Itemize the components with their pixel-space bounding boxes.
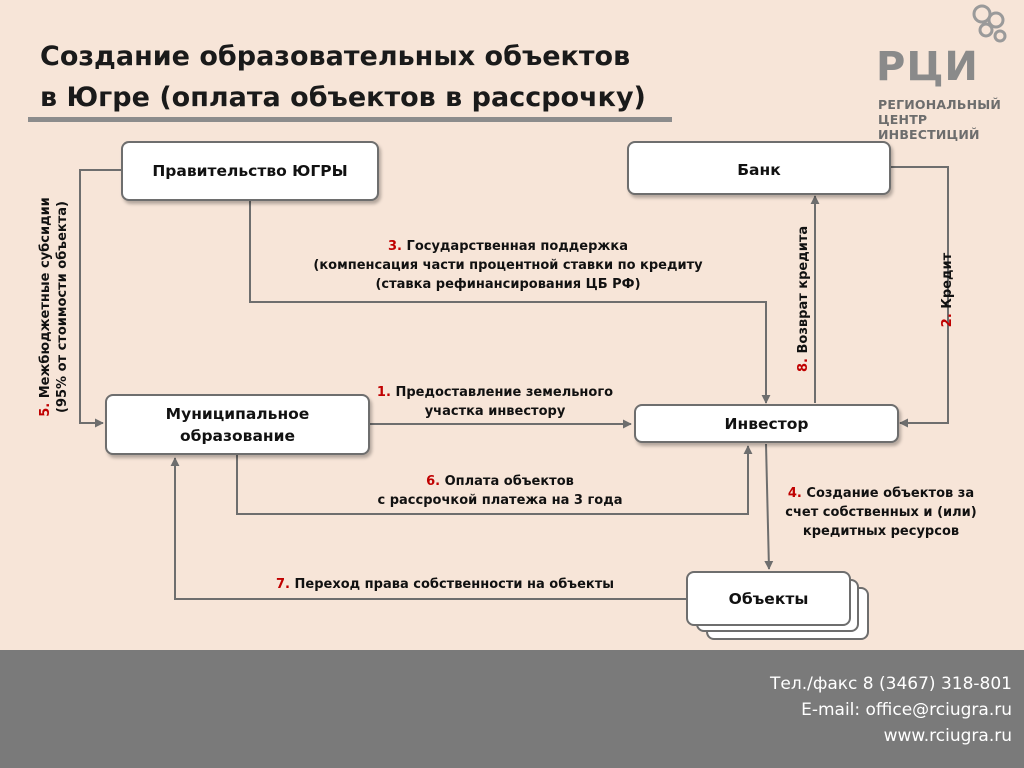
logo-caption-line-1: РЕГИОНАЛЬНЫЙ bbox=[878, 97, 1002, 112]
node-municipality-line-1: Муниципальное bbox=[165, 404, 310, 423]
flow-7-connector bbox=[170, 457, 686, 600]
flow-3-text-1: Государственная поддержка bbox=[406, 239, 628, 254]
flow-8-number: 8. bbox=[796, 358, 811, 372]
flow-8-text: Возврат кредита bbox=[796, 225, 811, 354]
node-bank: Банк bbox=[627, 141, 891, 195]
node-municipality-line-2: образование bbox=[179, 426, 296, 445]
title-line-1: Создание образовательных объектов bbox=[40, 41, 631, 72]
node-objects: Объекты bbox=[686, 571, 851, 626]
flow-5-text-1: Межбюджетные субсидии bbox=[38, 197, 53, 399]
flow-6-text-1: Оплата объектов bbox=[444, 474, 574, 489]
node-bank-label: Банк bbox=[737, 161, 781, 179]
flow-5-line-1: 5. Межбюджетные субсидии bbox=[37, 196, 54, 418]
flow-1-label: 1. Предоставление земельного участка инв… bbox=[360, 383, 630, 421]
flow-2-text: Кредит bbox=[940, 252, 955, 309]
flow-4-text-2: счет собственных и (или) bbox=[785, 505, 977, 520]
flow-1-line-1: 1. Предоставление земельного bbox=[360, 383, 630, 402]
title-subtitle: (оплата объектов в рассрочку) bbox=[149, 82, 646, 113]
flow-4-line-1: 4. Создание объектов за bbox=[770, 484, 992, 503]
flow-6-label: 6. Оплата объектов с рассрочкой платежа … bbox=[350, 472, 650, 510]
flow-3-number: 3. bbox=[388, 239, 402, 254]
flow-3-text-3: (ставка рефинансирования ЦБ РФ) bbox=[375, 277, 641, 292]
contact-email[interactable]: E-mail: office@rciugra.ru bbox=[801, 700, 1012, 720]
flow-1-number: 1. bbox=[376, 385, 391, 400]
node-objects-label: Объекты bbox=[728, 589, 809, 608]
flow-3-connector bbox=[249, 200, 771, 404]
footer-bar bbox=[0, 650, 1024, 768]
flow-1-text-1: Предоставление земельного bbox=[395, 385, 614, 400]
flow-5-connector bbox=[79, 169, 122, 428]
flow-4-label: 4. Создание объектов за счет собственных… bbox=[770, 484, 992, 541]
logo-knot-icon bbox=[972, 4, 1007, 43]
contact-phone: Тел./факс 8 (3467) 318-801 bbox=[770, 674, 1012, 694]
flow-6-connector bbox=[236, 445, 753, 515]
node-investor: Инвестор bbox=[634, 404, 899, 443]
flow-5-text-2: (95% от стоимости объекта) bbox=[55, 201, 70, 413]
flow-2-label: 2. Кредит bbox=[939, 252, 956, 328]
flow-3-label: 3. Государственная поддержка (компенсаци… bbox=[288, 237, 728, 294]
flow-7-number: 7. bbox=[275, 577, 290, 592]
rci-logo: РЦИ bbox=[876, 4, 1007, 90]
page-title: Создание образовательных объектов в Югре… bbox=[40, 36, 680, 118]
node-municipality-label: Муниципальное образование bbox=[166, 403, 310, 447]
flow-7-label: 7. Переход права собственности на объект… bbox=[250, 575, 640, 594]
logo-mark: РЦИ bbox=[876, 44, 979, 90]
flow-4-text-3: кредитных ресурсов bbox=[802, 524, 960, 539]
flow-6-text-2: с рассрочкой платежа на 3 года bbox=[377, 493, 623, 508]
flow-4-text-1: Создание объектов за bbox=[806, 486, 975, 501]
node-investor-label: Инвестор bbox=[724, 414, 809, 433]
title-region: в Югре bbox=[40, 82, 150, 113]
contact-info: Тел./факс 8 (3467) 318-801 E-mail: offic… bbox=[770, 671, 1012, 749]
flow-6-line-1: 6. Оплата объектов bbox=[350, 472, 650, 491]
node-government: Правительство ЮГРЫ bbox=[121, 141, 379, 201]
flow-5-label: 5. Межбюджетные субсидии (95% от стоимос… bbox=[37, 196, 71, 418]
logo-caption-line-2: ЦЕНТР ИНВЕСТИЦИЙ bbox=[878, 112, 980, 142]
flow-7-text: Переход права собственности на объекты bbox=[294, 577, 615, 592]
logo-caption: РЕГИОНАЛЬНЫЙ ЦЕНТР ИНВЕСТИЦИЙ bbox=[878, 97, 1024, 142]
flow-4-connector bbox=[764, 443, 774, 570]
flow-4-number: 4. bbox=[787, 486, 802, 501]
flow-8-label: 8. Возврат кредита bbox=[795, 226, 812, 372]
node-government-label: Правительство ЮГРЫ bbox=[152, 162, 348, 180]
flow-2-number: 2. bbox=[940, 313, 955, 328]
flow-3-line-1: 3. Государственная поддержка bbox=[288, 237, 728, 256]
flow-5-number: 5. bbox=[38, 402, 53, 417]
flow-3-text-2: (компенсация части процентной ставки по … bbox=[313, 258, 703, 273]
flow-2-connector bbox=[890, 166, 949, 428]
flow-1-text-2: участка инвестору bbox=[424, 404, 566, 419]
contact-website[interactable]: www.rciugra.ru bbox=[883, 726, 1012, 746]
node-municipality: Муниципальное образование bbox=[105, 394, 370, 455]
flow-connectors bbox=[79, 166, 949, 600]
title-line-2: в Югре (оплата объектов в рассрочку) bbox=[40, 77, 680, 118]
title-underline bbox=[28, 117, 672, 122]
flow-6-number: 6. bbox=[426, 474, 441, 489]
